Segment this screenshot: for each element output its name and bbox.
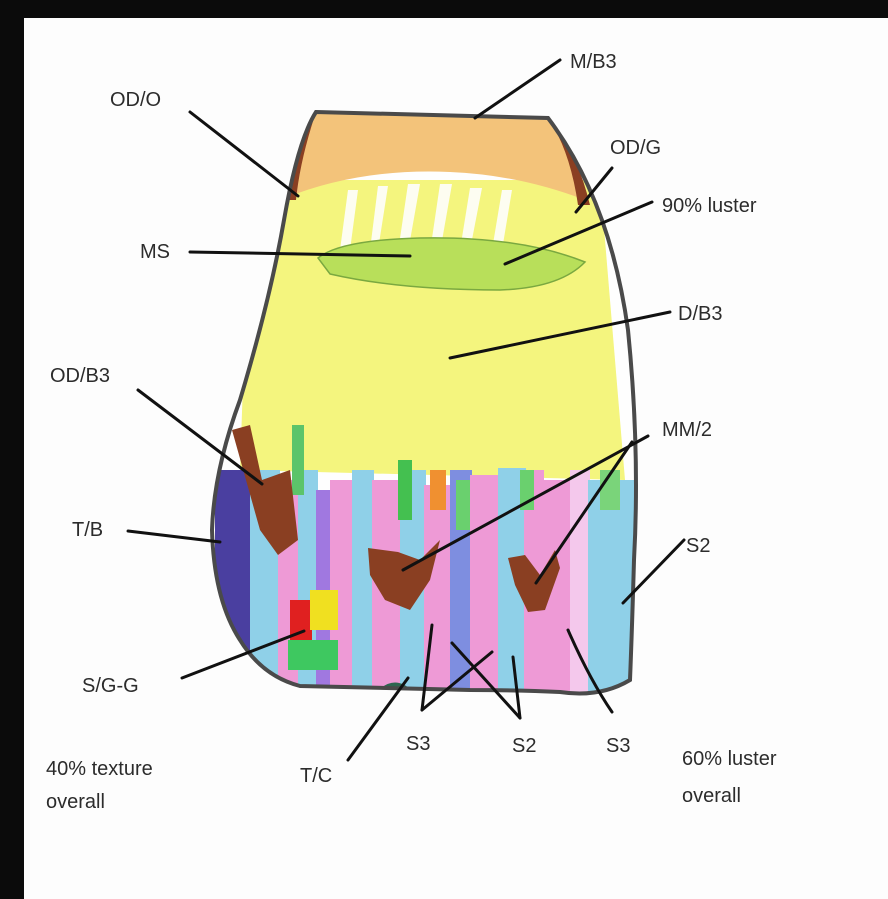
label-s3-left: S3 — [406, 733, 430, 755]
note-luster-line1: 60% luster — [682, 748, 777, 770]
label-s2-bottom: S2 — [512, 735, 536, 757]
label-90-luster: 90% luster — [662, 195, 757, 217]
label-t-c: T/C — [300, 765, 332, 787]
label-od-g: OD/G — [610, 137, 661, 159]
label-s2-right: S2 — [686, 535, 710, 557]
label-ms: MS — [140, 241, 170, 263]
note-luster-line2: overall — [682, 785, 741, 807]
label-m-b3: M/B3 — [570, 51, 617, 73]
label-s-g-g: S/G-G — [82, 675, 139, 697]
note-texture-line1: 40% texture — [46, 758, 153, 780]
label-s3-right: S3 — [606, 735, 630, 757]
label-mm-2: MM/2 — [662, 419, 712, 441]
label-t-b: T/B — [72, 519, 103, 541]
label-od-o: OD/O — [110, 89, 161, 111]
note-texture-line2: overall — [46, 791, 105, 813]
label-od-b3: OD/B3 — [50, 365, 110, 387]
label-d-b3: D/B3 — [678, 303, 722, 325]
